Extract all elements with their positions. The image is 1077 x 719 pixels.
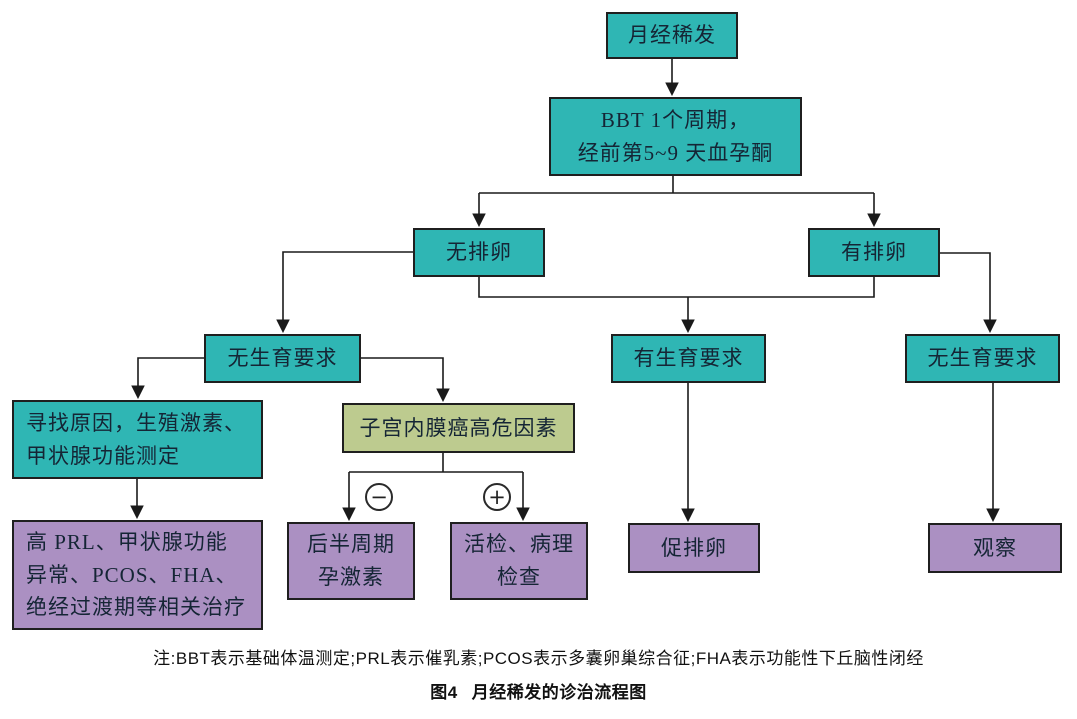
figure-caption: 图4 月经稀发的诊治流程图 [0,678,1077,703]
node-bbt: BBT 1个周期， 经前第5~9 天血孕酮 [549,97,802,176]
node-endometrial-risk: 子宫内膜癌高危因素 [342,403,575,453]
node-induce-ovulation: 促排卵 [628,523,760,573]
figure-note: 注:BBT表示基础体温测定;PRL表示催乳素;PCOS表示多囊卵巢综合征;FHA… [153,649,924,668]
node-fertility-desire: 有生育要求 [611,334,766,383]
positive-branch-marker: + [483,483,511,511]
node-luteal-progestin: 后半周期 孕激素 [287,522,415,600]
negative-branch-marker: − [365,483,393,511]
edge-merge-bar [478,277,875,298]
edge-ovulation-nofertility-right [940,252,997,334]
node-find-cause: 寻找原因，生殖激素、 甲状腺功能测定 [12,400,263,479]
node-start: 月经稀发 [606,12,738,59]
figure-caption-title: 月经稀发的诊治流程图 [471,683,647,702]
node-ovulation: 有排卵 [808,228,940,277]
edge-nofertility-findcause [131,357,204,400]
edge-nofertility-endometrial [361,357,450,403]
node-anovulation: 无排卵 [413,228,545,277]
node-biopsy: 活检、病理 检查 [450,522,588,600]
node-no-fertility-right: 无生育要求 [905,334,1060,383]
figure-caption-number: 图4 [430,683,458,702]
node-observe: 观察 [928,523,1062,573]
node-related-treatment: 高 PRL、甲状腺功能 异常、PCOS、FHA、 绝经过渡期等相关治疗 [12,520,263,630]
node-no-fertility-left: 无生育要求 [204,334,361,383]
edge-anovulation-nofertility-left [276,251,413,334]
